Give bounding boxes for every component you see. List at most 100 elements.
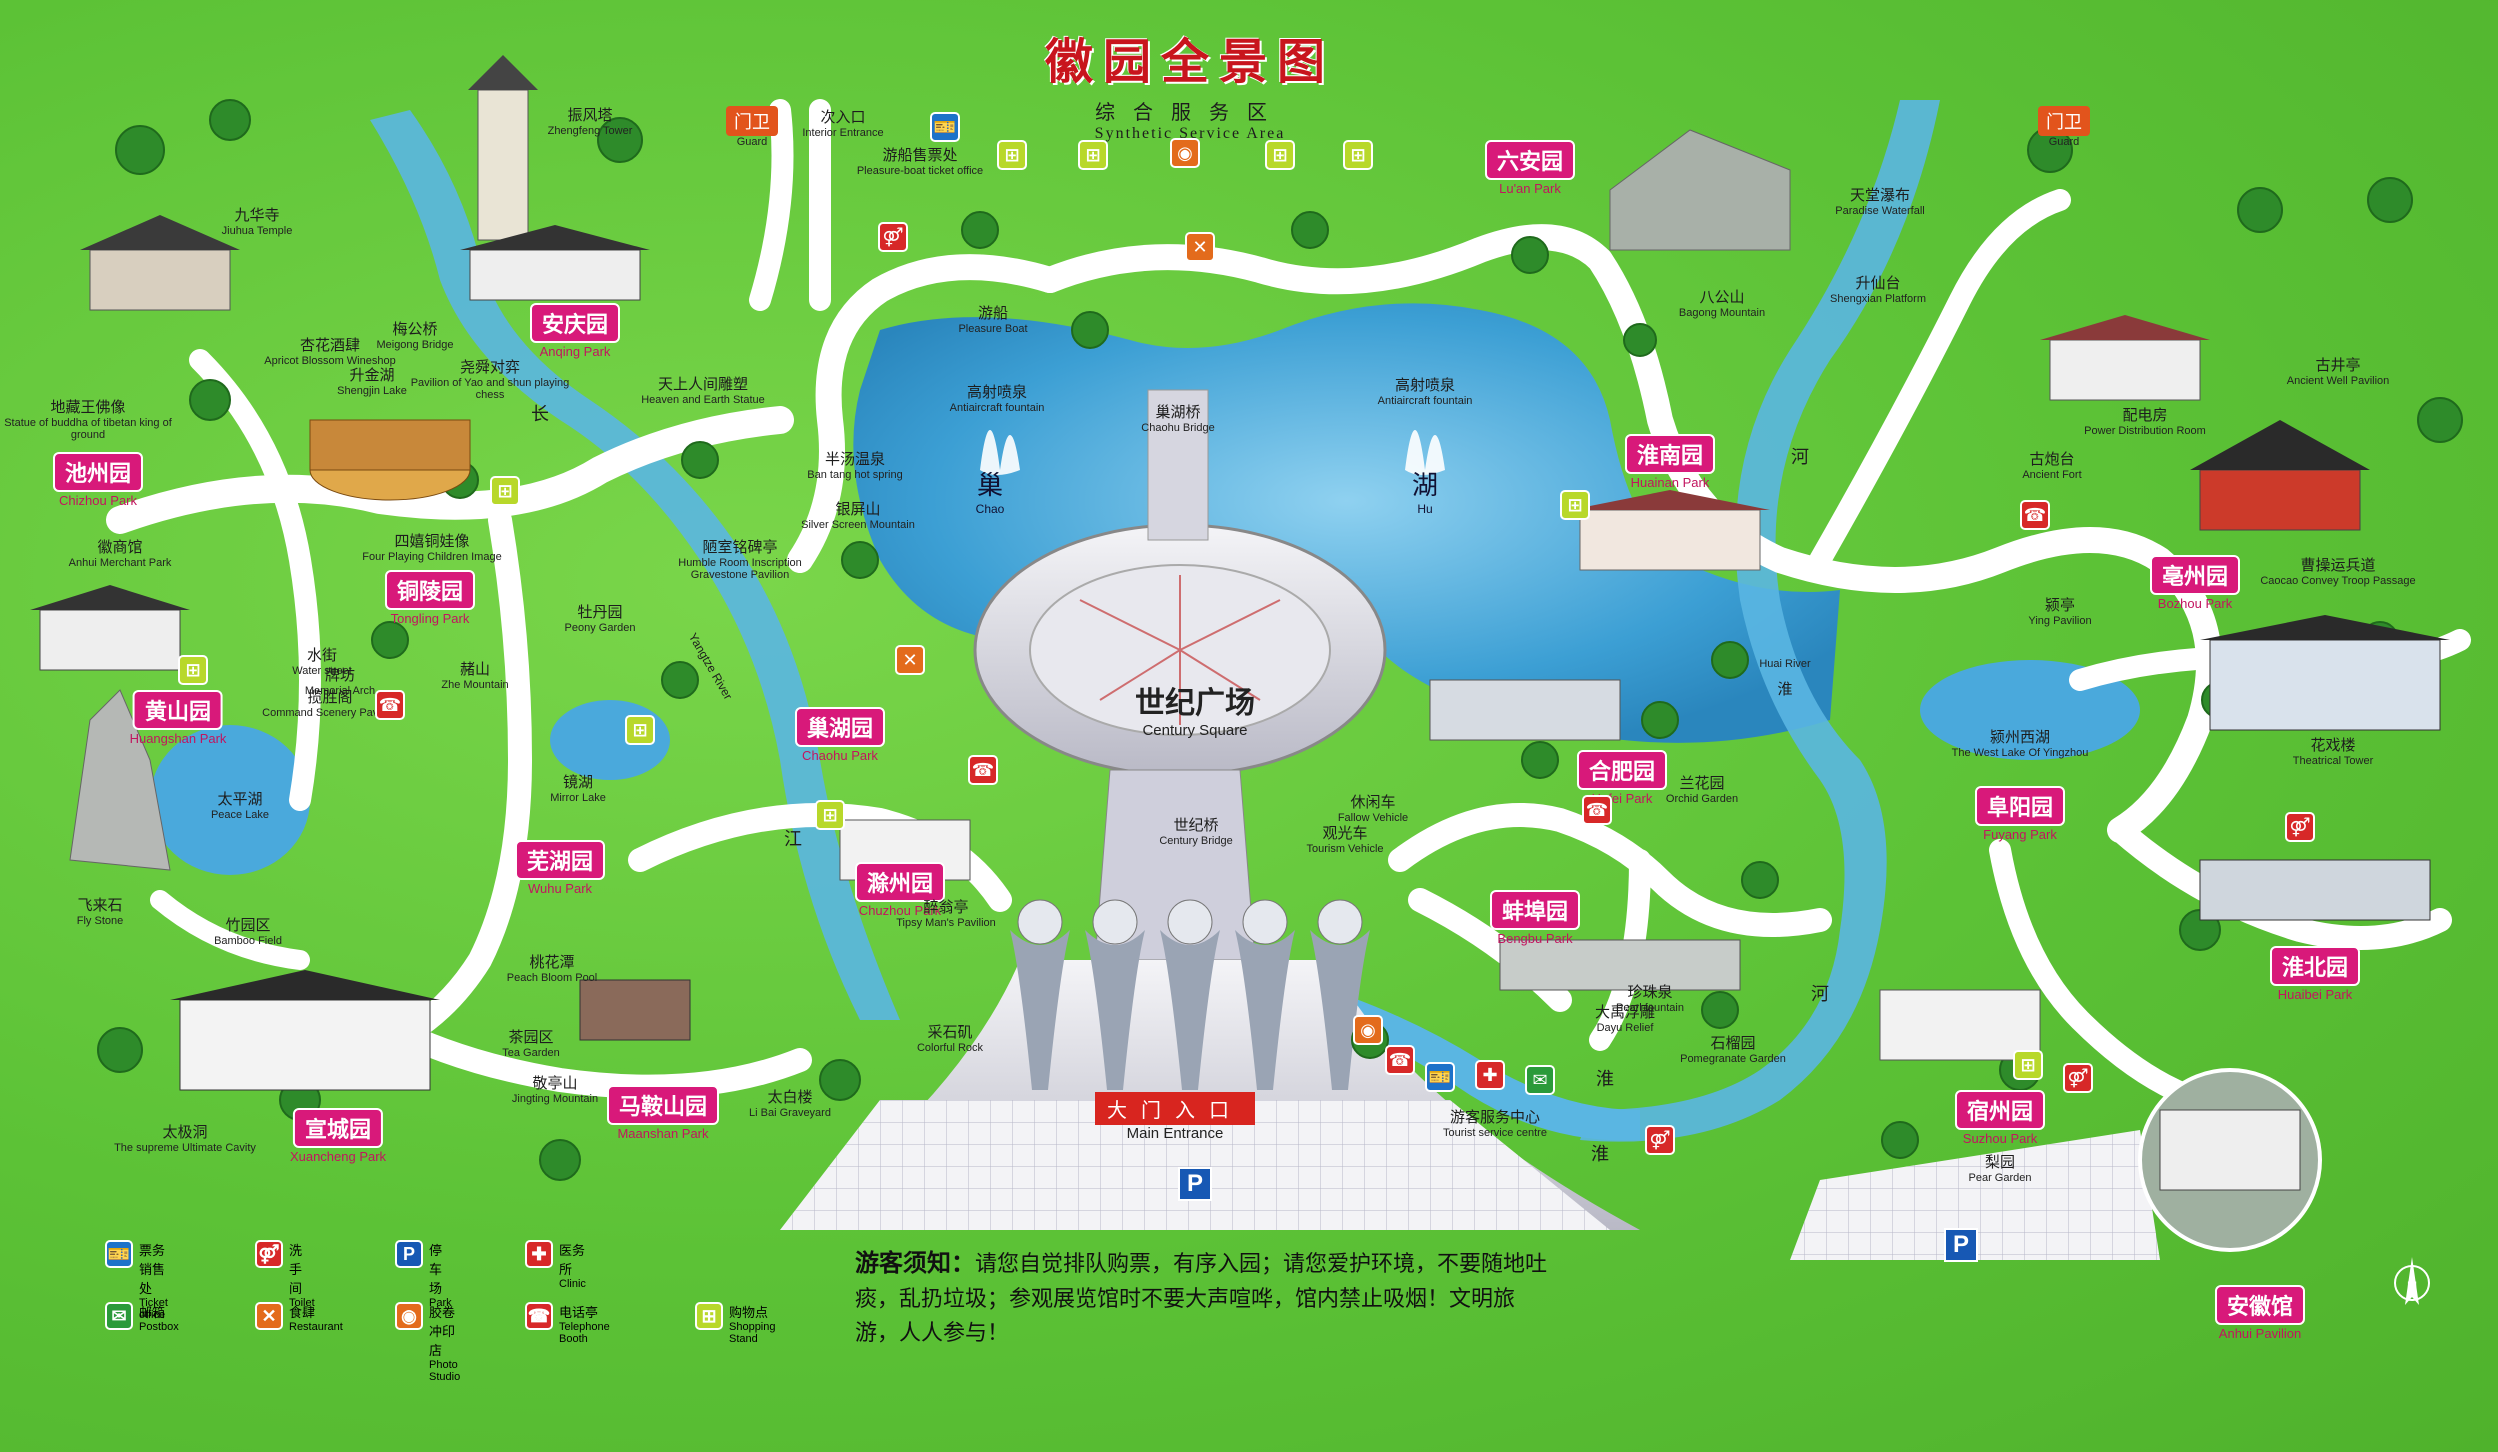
gift-icon[interactable]: ⊞ (997, 140, 1027, 170)
phone-icon[interactable]: ☎ (968, 755, 998, 785)
gift-icon[interactable]: ⊞ (1265, 140, 1295, 170)
gift-icon[interactable]: ⊞ (1560, 490, 1590, 520)
phone-icon[interactable]: ☎ (1582, 795, 1612, 825)
postbox-icon[interactable]: ✉ (1525, 1065, 1555, 1095)
gate-left[interactable]: 门卫 Guard (726, 106, 778, 148)
restaurant-icon[interactable]: ✕ (1185, 232, 1215, 262)
gift-icon[interactable]: ⊞ (625, 715, 655, 745)
gift-icon[interactable]: ⊞ (1078, 140, 1108, 170)
ticket-icon[interactable]: 🎫 (930, 112, 960, 142)
gift-icon[interactable]: ⊞ (2013, 1050, 2043, 1080)
phone-icon[interactable]: ☎ (2020, 500, 2050, 530)
camera-icon[interactable]: ◉ (1353, 1015, 1383, 1045)
ticket-icon[interactable]: 🎫 (1425, 1062, 1455, 1092)
phone-icon[interactable]: ☎ (375, 690, 405, 720)
restaurant-icon[interactable]: ✕ (895, 645, 925, 675)
century-square-label[interactable]: 世纪广场 Century Square (1135, 678, 1255, 739)
toilet-icon[interactable]: ⚤ (1645, 1125, 1675, 1155)
gift-icon[interactable]: ⊞ (815, 800, 845, 830)
camera-icon[interactable]: ◉ (1170, 138, 1200, 168)
toilet-icon[interactable]: ⚤ (2063, 1063, 2093, 1093)
gift-icon[interactable]: ⊞ (178, 655, 208, 685)
gift-icon[interactable]: ⊞ (1343, 140, 1373, 170)
toilet-icon[interactable]: ⚤ (878, 222, 908, 252)
clinic-icon[interactable]: ✚ (1475, 1060, 1505, 1090)
parking-icon-main[interactable]: P (1178, 1167, 1212, 1201)
gate-right[interactable]: 门卫 Guard (2038, 106, 2090, 148)
gift-icon[interactable]: ⊞ (490, 476, 520, 506)
phone-icon[interactable]: ☎ (1385, 1045, 1415, 1075)
parking-icon-east[interactable]: P (1944, 1228, 1978, 1262)
toilet-icon[interactable]: ⚤ (2285, 812, 2315, 842)
